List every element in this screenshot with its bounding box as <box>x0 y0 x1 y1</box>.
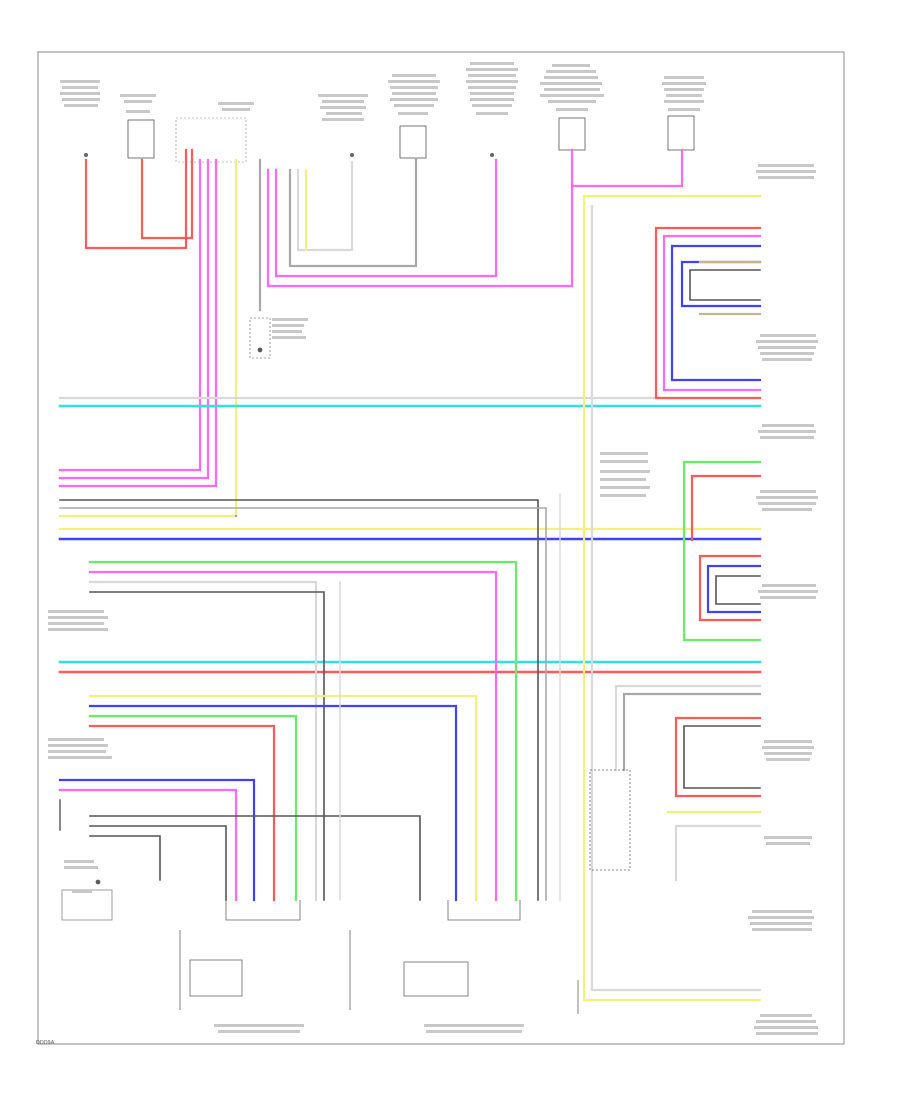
wire-blue <box>58 778 256 902</box>
wire-yellow <box>582 194 762 1002</box>
wire-pink <box>88 570 498 902</box>
component-box <box>127 119 155 159</box>
lower-components <box>61 317 631 1014</box>
wire-red <box>88 724 276 902</box>
fuse-icon <box>490 153 494 157</box>
wire-yellow <box>88 694 478 902</box>
wire-red <box>674 716 762 798</box>
fuse-icon <box>350 153 354 157</box>
wire-blue <box>706 564 762 614</box>
wire-red <box>698 554 762 622</box>
ground-icon <box>257 347 263 353</box>
wire-red <box>140 148 194 240</box>
wire-green <box>682 460 762 642</box>
page-code: DDD9A <box>36 1040 55 1046</box>
wire-black <box>59 499 539 901</box>
wire-pink <box>274 158 498 278</box>
component-box <box>61 889 113 921</box>
speaker-box-right <box>403 961 469 997</box>
wire-pink <box>58 158 202 472</box>
wires <box>58 148 762 1002</box>
component-box <box>558 117 586 151</box>
junction-block-box <box>175 117 247 163</box>
wire-blue <box>88 704 458 902</box>
wire-pink <box>266 148 574 288</box>
component-box <box>667 115 695 151</box>
wire-blue <box>670 244 762 382</box>
connector-bracket <box>447 900 521 921</box>
wire-pink <box>662 234 762 392</box>
wire-white <box>674 824 762 882</box>
wire-black <box>715 575 761 605</box>
fuse-icon <box>95 879 101 885</box>
wire-red <box>84 148 188 250</box>
component-box <box>399 125 427 159</box>
wire-pink <box>58 788 238 902</box>
top-components <box>84 115 695 163</box>
wire-pink <box>58 158 210 480</box>
wire-black <box>89 825 227 901</box>
wire-black <box>689 269 761 301</box>
wire-red <box>654 226 762 400</box>
wire-white <box>590 204 762 992</box>
connector-bracket <box>225 900 301 921</box>
wire-gray <box>59 507 547 901</box>
junction-box-dashed <box>249 317 271 359</box>
wire-white <box>614 684 762 772</box>
fuse-icon <box>84 153 88 157</box>
wire-green <box>88 560 518 902</box>
wire-red <box>690 474 762 542</box>
junction-box-dashed <box>589 769 631 871</box>
wire-pink <box>570 148 684 188</box>
wire-gray <box>622 692 762 772</box>
label-marks <box>48 62 818 1035</box>
wire-black <box>683 725 761 789</box>
wire-white <box>296 160 354 252</box>
wire-gray <box>288 158 418 268</box>
wire-black <box>89 835 161 881</box>
speaker-box-left <box>189 959 243 997</box>
wire-black <box>89 815 421 901</box>
wire-black <box>89 591 325 901</box>
wire-green <box>88 714 298 902</box>
wire-pink <box>58 158 218 488</box>
diagram-frame <box>37 51 845 1045</box>
wire-white <box>88 580 318 902</box>
